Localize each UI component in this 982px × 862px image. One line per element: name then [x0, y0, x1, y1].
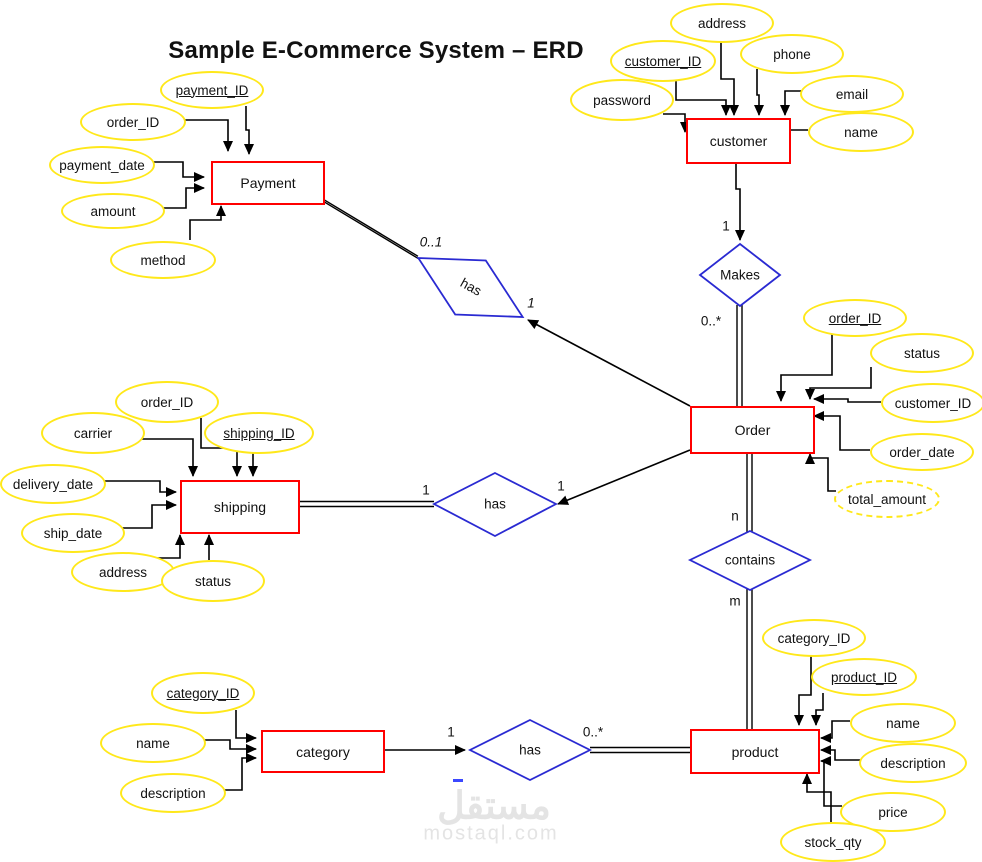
- connector-payment-method: [189, 205, 226, 240]
- cardinality-contains-product: m: [729, 593, 741, 609]
- attribute-shipping-address: address: [71, 552, 175, 592]
- attribute-customer-phone: phone: [740, 34, 844, 74]
- connector-payment-payment-id: [244, 106, 254, 155]
- watermark-logo: مستقل: [437, 785, 551, 828]
- connector-customer-customer-id: [675, 78, 731, 116]
- attribute-product-name: name: [850, 703, 956, 743]
- connector-payment-payment-date: [150, 161, 205, 182]
- line-order-to-shipping-has: [557, 449, 691, 505]
- connector-customer-address: [720, 40, 739, 116]
- connector-product-product-id: [811, 693, 824, 726]
- connector-shipping-order-id: [200, 418, 242, 477]
- relationship-shipping-has-diamond: [432, 471, 558, 538]
- attribute-category-description: description: [120, 773, 226, 813]
- attribute-shipping-carrier: carrier: [41, 412, 145, 454]
- cardinality-payment-has-left: 0..1: [419, 234, 443, 250]
- cardinality-customer-makes: 1: [722, 218, 730, 234]
- attribute-product-description: description: [859, 743, 967, 783]
- connector-customer-password: [663, 113, 690, 133]
- cardinality-category-has-left: 1: [447, 724, 455, 740]
- connector-product-price: [820, 756, 842, 807]
- entity-category: category: [261, 730, 385, 773]
- attribute-product-product-id: product_ID: [811, 658, 917, 696]
- attribute-product-stock-qty: stock_qty: [780, 822, 886, 862]
- connector-product-stock-qty: [802, 773, 832, 822]
- entity-payment: Payment: [211, 161, 325, 205]
- attribute-order-total-amount: total_amount: [834, 480, 940, 518]
- connector-shipping-carrier: [142, 438, 198, 477]
- attribute-payment-amount: amount: [61, 193, 165, 229]
- diagram-title: Sample E-Commerce System – ERD: [168, 37, 584, 64]
- connector-shipping-ship-date: [122, 500, 177, 529]
- attribute-shipping-order-id: order_ID: [115, 381, 219, 423]
- attribute-order-order-id: order_ID: [803, 299, 907, 337]
- cardinality-order-contains: n: [731, 508, 739, 524]
- connector-shipping-delivery-date: [102, 480, 177, 497]
- relationship-shipping-has-label: has: [484, 496, 506, 512]
- line-order-to-payment-has: [527, 319, 691, 407]
- entity-shipping: shipping: [180, 480, 300, 534]
- attribute-customer-name: name: [808, 112, 914, 152]
- connector-order-total-amount: [805, 453, 836, 492]
- attribute-customer-password: password: [570, 79, 674, 121]
- relationship-contains-diamond: [687, 530, 813, 592]
- attribute-shipping-ship-date: ship_date: [21, 513, 125, 553]
- connector-shipping-address: [157, 534, 185, 559]
- relationship-category-has-diamond: [467, 718, 593, 782]
- double-line-payment-has-a: [319, 196, 419, 257]
- attribute-order-status: status: [870, 333, 974, 373]
- attribute-category-category-id: category_ID: [151, 672, 255, 714]
- connector-customer-email: [780, 90, 801, 116]
- connector-category-name: [202, 739, 257, 754]
- attribute-payment-payment-date: payment_date: [49, 146, 155, 184]
- cardinality-payment-has-right: 1: [527, 295, 535, 311]
- line-customer-to-makes: [735, 161, 745, 241]
- attribute-customer-email: email: [800, 75, 904, 113]
- attribute-customer-address: address: [670, 3, 774, 43]
- attribute-order-customer-id: customer_ID: [881, 383, 982, 423]
- cardinality-shipping-has-right: 1: [557, 478, 565, 494]
- entity-product: product: [690, 729, 820, 774]
- relationship-category-has-label: has: [519, 742, 541, 758]
- watermark-accent-dash: [453, 779, 463, 782]
- connector-order-status: [805, 367, 872, 400]
- connector-payment-order-id: [181, 119, 233, 152]
- attribute-shipping-status: status: [161, 560, 265, 602]
- double-line-payment-has-b: [321, 200, 421, 261]
- relationship-makes-diamond: [698, 242, 782, 308]
- connector-category-description: [222, 753, 257, 791]
- connector-order-customer-id: [813, 394, 881, 404]
- relationship-makes-label: Makes: [720, 267, 760, 283]
- attribute-product-category-id: category_ID: [762, 619, 866, 657]
- attribute-customer-customer-id: customer_ID: [610, 40, 716, 82]
- watermark-url: mostaql.com: [423, 822, 559, 845]
- connector-payment-amount: [160, 183, 205, 209]
- entity-order: Order: [690, 406, 815, 454]
- connector-product-category-id: [794, 653, 812, 726]
- relationship-contains-label: contains: [724, 552, 776, 568]
- entity-customer: customer: [686, 118, 791, 164]
- attribute-shipping-delivery-date: delivery_date: [0, 464, 106, 504]
- cardinality-category-has-right: 0..*: [582, 724, 604, 740]
- connector-order-order-date: [813, 411, 870, 451]
- connector-category-category-id: [235, 710, 257, 743]
- connector-product-description: [820, 745, 860, 761]
- relationship-payment-has-diamond: [416, 257, 525, 318]
- connector-product-name: [820, 720, 850, 743]
- attribute-payment-order-id: order_ID: [80, 103, 186, 141]
- attribute-payment-payment-id: payment_ID: [160, 71, 264, 109]
- cardinality-shipping-has-left: 1: [422, 482, 430, 498]
- cardinality-makes-order: 0..*: [700, 313, 722, 329]
- connector-order-order-id: [776, 334, 833, 402]
- connector-customer-phone: [754, 69, 764, 116]
- attribute-shipping-shipping-id: shipping_ID: [204, 412, 314, 454]
- attribute-payment-method: method: [110, 241, 216, 279]
- attribute-category-name: name: [100, 723, 206, 763]
- attribute-order-order-date: order_date: [870, 433, 974, 471]
